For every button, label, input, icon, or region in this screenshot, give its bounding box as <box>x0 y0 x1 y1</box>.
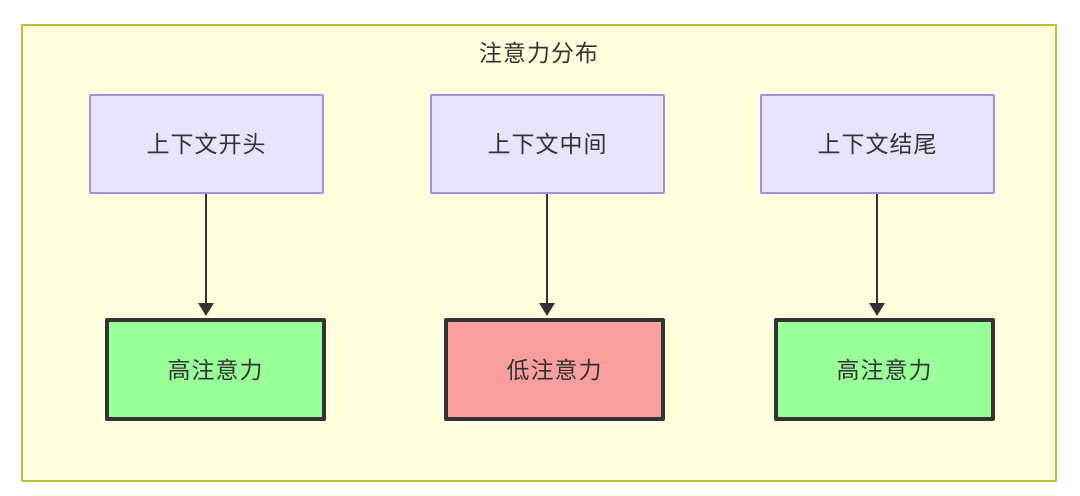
arrow-down-icon-context-end-to-high <box>876 194 878 304</box>
node-label: 低注意力 <box>506 356 603 383</box>
node-context-middle[interactable]: 上下文中间 <box>430 94 665 194</box>
node-attention-low-middle[interactable]: 低注意力 <box>444 318 665 421</box>
arrow-down-icon-context-start-to-high <box>205 194 207 304</box>
node-attention-high-start[interactable]: 高注意力 <box>105 318 326 421</box>
subgraph-title: 注意力分布 <box>479 40 599 66</box>
arrow-down-icon-context-middle-to-low <box>546 194 548 304</box>
node-context-start[interactable]: 上下文开头 <box>89 94 324 194</box>
node-label: 上下文中间 <box>487 131 608 157</box>
node-label: 高注意力 <box>167 356 264 383</box>
node-label: 上下文开头 <box>146 131 267 157</box>
node-label: 上下文结尾 <box>817 131 938 157</box>
node-label: 高注意力 <box>836 356 933 383</box>
node-attention-high-end[interactable]: 高注意力 <box>774 318 995 421</box>
subgraph-attention-distribution: 注意力分布 上下文开头 上下文中间 上下文结尾 高注意力 低注意力 高注意力 <box>21 24 1057 482</box>
node-context-end[interactable]: 上下文结尾 <box>760 94 995 194</box>
